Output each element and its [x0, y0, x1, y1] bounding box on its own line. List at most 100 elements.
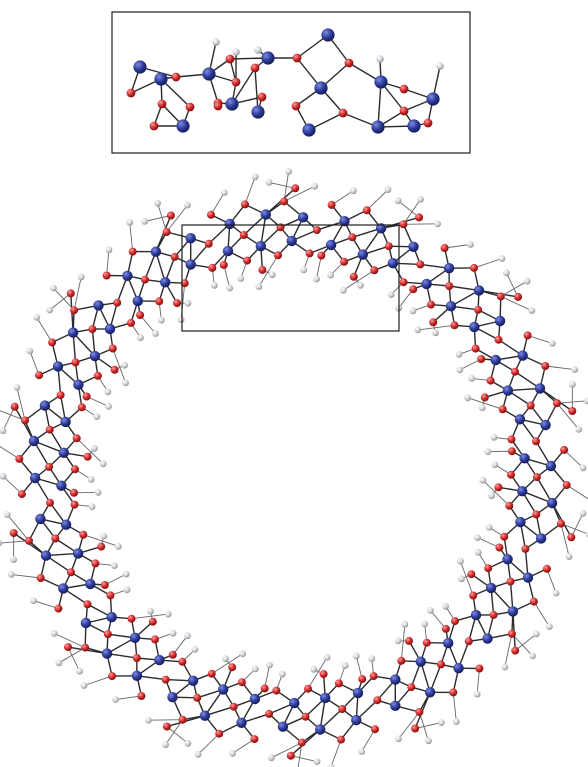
- bond: [33, 440, 65, 454]
- oxygen-atom: [45, 462, 54, 471]
- oxygen-atom: [477, 355, 486, 363]
- bond: [560, 523, 588, 535]
- bond: [210, 192, 225, 216]
- metal-atom: [106, 611, 117, 623]
- metal-atom: [314, 81, 328, 95]
- hydrogen-atom: [452, 718, 460, 725]
- oxygen-atom: [126, 88, 136, 98]
- hydrogen-atom: [88, 503, 96, 510]
- oxygen-atom: [494, 335, 503, 344]
- bond: [0, 446, 20, 460]
- hydrogen-atom: [162, 741, 169, 749]
- hydrogen-atom: [152, 330, 159, 337]
- bond: [545, 365, 575, 371]
- metal-atom: [85, 578, 96, 590]
- metal-atom: [494, 315, 506, 327]
- bond: [507, 387, 541, 392]
- oxygen-atom: [475, 664, 484, 673]
- metal-atom: [160, 277, 171, 288]
- hydrogen-atom: [266, 661, 273, 669]
- oxygen-atom: [171, 72, 181, 82]
- metal-atom: [502, 385, 514, 396]
- bond: [0, 410, 26, 421]
- hydrogen-atom: [575, 426, 583, 433]
- bond: [521, 490, 553, 504]
- oxygen-atom: [532, 473, 541, 482]
- oxygen-atom: [405, 636, 413, 645]
- inset-atoms: [126, 28, 444, 137]
- bond: [556, 402, 580, 430]
- metal-atom: [453, 663, 464, 674]
- oxygen-atom: [327, 200, 336, 209]
- oxygen-atom: [207, 210, 215, 219]
- metal-atom: [325, 239, 337, 251]
- metal-atom: [101, 648, 113, 659]
- oxygen-atom: [35, 371, 44, 380]
- bond: [2, 475, 23, 495]
- hydrogen-atom: [456, 366, 464, 374]
- bond: [36, 317, 53, 343]
- oxygen-atom: [358, 675, 367, 684]
- oxygen-atom: [340, 257, 349, 266]
- oxygen-atom: [317, 251, 326, 260]
- hydrogen-atom: [93, 413, 101, 420]
- oxygen-atom: [228, 663, 237, 672]
- oxygen-atom: [334, 679, 343, 688]
- metal-atom: [407, 119, 421, 133]
- oxygen-atom: [319, 670, 328, 679]
- oxygen-atom: [9, 529, 18, 537]
- hydrogen-atom: [76, 667, 83, 675]
- bond: [166, 726, 189, 744]
- hydrogen-atom: [184, 739, 192, 747]
- metal-atom: [154, 654, 165, 666]
- metal-atom: [421, 278, 432, 290]
- hydrogen-atom: [327, 271, 334, 279]
- oxygen-atom: [562, 481, 571, 490]
- oxygen-atom: [498, 405, 507, 414]
- hydrogen-atom: [226, 284, 234, 292]
- hydrogen-atom: [91, 444, 98, 452]
- hydrogen-atom: [478, 404, 486, 412]
- oxygen-atom: [102, 271, 111, 280]
- oxygen-atom: [384, 242, 393, 251]
- oxygen-atom: [541, 362, 550, 370]
- bond: [232, 738, 255, 754]
- oxygen-atom: [141, 275, 149, 284]
- hydrogen-atom: [0, 427, 7, 435]
- oxygen-atom: [416, 260, 425, 269]
- hydrogen-atom: [549, 340, 556, 347]
- oxygen-atom: [280, 197, 289, 206]
- oxygen-atom: [113, 298, 122, 307]
- hydrogen-atom: [579, 464, 587, 472]
- hydrogen-atom: [184, 299, 192, 307]
- oxygen-atom: [500, 532, 509, 541]
- bond: [33, 600, 59, 610]
- hydrogen-atom: [115, 542, 122, 550]
- oxygen-atom: [507, 470, 515, 479]
- metal-atom: [52, 361, 64, 372]
- oxygen-atom: [93, 371, 102, 380]
- oxygen-atom: [170, 252, 179, 261]
- metal-atom: [104, 323, 116, 335]
- bond: [505, 272, 519, 298]
- oxygen-atom: [178, 715, 187, 724]
- oxygen-atom: [399, 278, 408, 287]
- hydrogen-atom: [458, 575, 465, 583]
- oxygen-atom: [180, 279, 189, 288]
- metal-atom: [517, 486, 528, 497]
- hydrogen-atom: [327, 763, 335, 767]
- metal-atom: [351, 714, 362, 726]
- bond: [211, 653, 243, 675]
- bond: [331, 190, 354, 206]
- hydrogen-atom: [122, 379, 129, 387]
- oxygen-atom: [79, 530, 88, 539]
- bond: [319, 697, 326, 730]
- oxygen-atom: [243, 256, 252, 265]
- oxygen-atom: [231, 77, 241, 87]
- hydrogen-atom: [169, 629, 177, 637]
- bond: [511, 633, 533, 657]
- hydrogen-atom: [210, 281, 218, 289]
- metal-atom: [443, 263, 455, 274]
- oxygen-atom: [445, 282, 454, 290]
- metal-atom: [545, 460, 557, 472]
